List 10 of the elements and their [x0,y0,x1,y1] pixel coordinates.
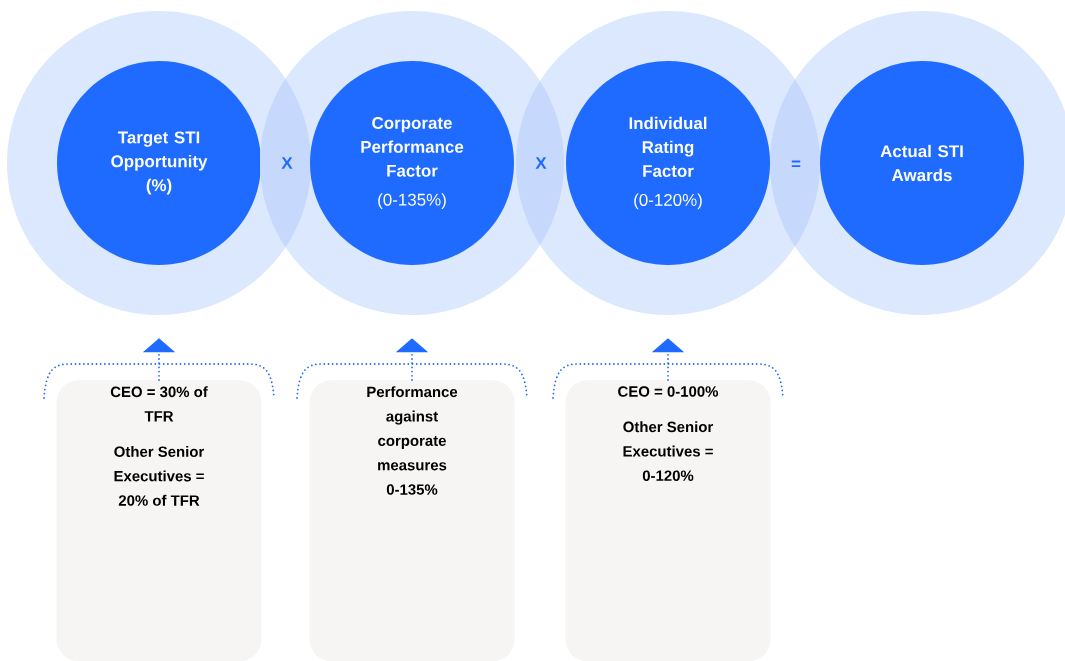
operator-sign: = [791,160,801,167]
operator-sign: X [535,157,547,169]
text-card: Performance against corporate measures 0-135% [309,380,515,661]
text-card: CEO = 30% of TFR Other Senior Executives = 20% of TFR [56,380,262,661]
text-card: CEO = 0-100% Other Senior Executives = 0-120% [565,380,771,661]
circle-node: Actual STI Awards [820,61,1024,265]
circle-node: Individual Rating Factor (0-120%) [566,61,770,265]
circle-node: Target STI Opportunity (%) [57,61,261,265]
operator-sign: X [281,157,293,169]
circle-node: Corporate Performance Factor (0-135%) [310,61,514,265]
